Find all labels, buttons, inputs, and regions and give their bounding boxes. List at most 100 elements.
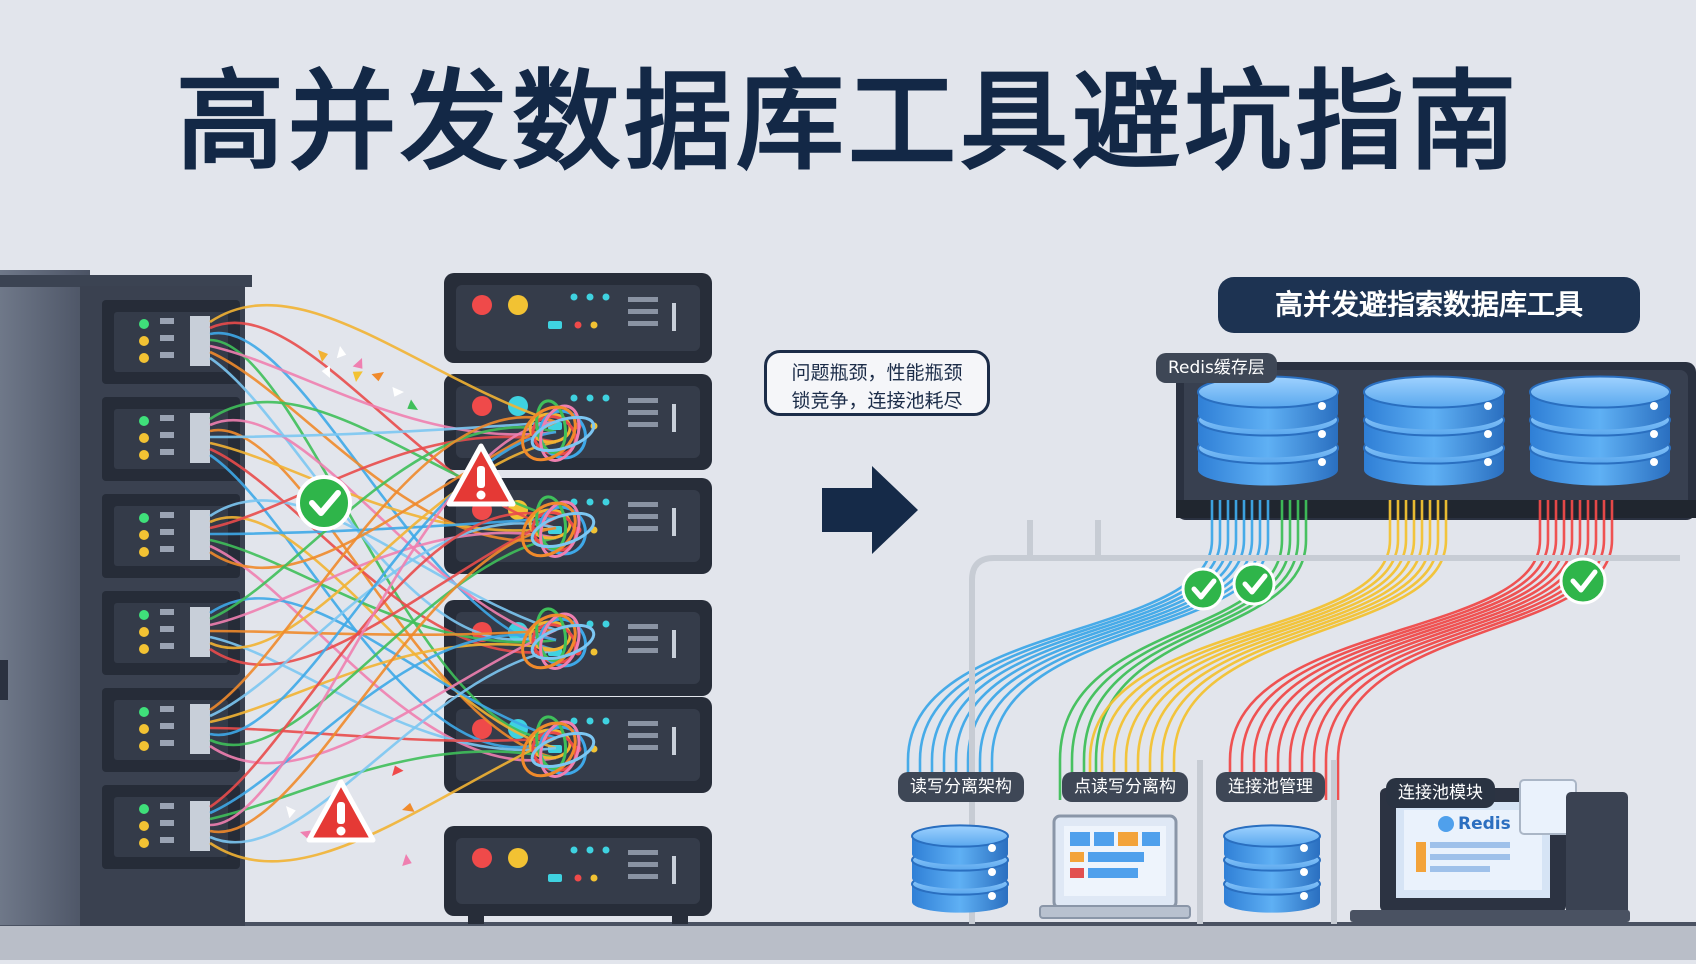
cable — [209, 526, 557, 834]
cable — [209, 420, 557, 439]
read-write-split-database — [911, 824, 1009, 913]
check-icon — [1232, 562, 1276, 606]
debris-bit — [392, 386, 404, 397]
status-led — [139, 610, 149, 620]
cable — [209, 344, 557, 436]
status-led — [472, 295, 492, 315]
cable — [209, 447, 557, 654]
cable-knots — [521, 399, 596, 778]
solution-title: 高并发避指索数据库工具 — [1218, 277, 1640, 333]
status-led — [586, 498, 594, 506]
debris-bit — [321, 365, 330, 378]
cable — [209, 440, 557, 650]
cable — [209, 426, 557, 621]
status-led — [472, 848, 492, 868]
cable — [209, 642, 557, 724]
cable — [209, 350, 557, 542]
cable — [209, 544, 557, 762]
cable — [209, 511, 557, 809]
cable — [1136, 500, 1424, 800]
status-led — [139, 433, 149, 443]
debris-bit — [336, 346, 347, 359]
module-tag-4: 连接池模块 — [1386, 778, 1495, 808]
cable — [954, 500, 1246, 800]
cable — [209, 331, 557, 652]
cable — [1324, 500, 1606, 800]
left-server-cabinet — [0, 270, 252, 926]
status-led — [139, 741, 149, 751]
cable — [209, 531, 557, 627]
status-led — [139, 821, 149, 831]
cable — [209, 536, 557, 747]
tangled-cables — [209, 303, 557, 863]
status-led — [139, 319, 149, 329]
check-icon — [296, 475, 352, 531]
status-led — [586, 717, 594, 725]
organized-cables — [906, 500, 1614, 800]
status-led — [602, 293, 610, 301]
cable — [209, 415, 557, 712]
status-led — [139, 627, 149, 637]
page-title: 高并发数据库工具避坑指南 — [175, 60, 1520, 185]
cable — [209, 430, 557, 737]
cable — [209, 516, 557, 536]
database-cylinder — [911, 824, 1009, 913]
monitor-label: Redis — [1458, 814, 1511, 834]
status-led — [139, 804, 149, 814]
cable — [1100, 500, 1400, 800]
status-led — [602, 620, 610, 628]
status-led — [602, 846, 610, 854]
cable — [1228, 500, 1542, 800]
debris-bit — [352, 358, 363, 369]
redis-monitor — [1350, 779, 1630, 922]
status-led — [139, 530, 149, 540]
status-led — [139, 724, 149, 734]
module-tag-2: 点读写分离构 — [1062, 772, 1188, 802]
floor-edge — [0, 922, 1696, 926]
cable — [209, 522, 557, 718]
arrow-right-icon — [822, 466, 918, 554]
debris-bit — [371, 372, 384, 382]
database-cylinder — [1223, 824, 1321, 913]
cable — [1252, 500, 1558, 800]
debris-bit — [286, 806, 296, 819]
debris-bit — [318, 350, 328, 362]
server-unit — [102, 397, 240, 481]
cable — [1172, 500, 1448, 800]
redis-logo-icon — [1438, 816, 1454, 832]
cable — [209, 420, 557, 570]
debris-bit — [402, 854, 412, 867]
cable — [209, 633, 557, 815]
cable — [209, 338, 557, 740]
server-unit — [102, 591, 240, 675]
cable — [1094, 500, 1308, 800]
status-led — [139, 547, 149, 557]
status-led — [139, 416, 149, 426]
cable — [209, 516, 557, 750]
cable — [209, 303, 557, 424]
debris-bit — [392, 765, 404, 776]
cable-knot — [521, 399, 596, 462]
status-led — [139, 450, 149, 460]
cable — [1124, 500, 1416, 800]
status-led — [570, 394, 578, 402]
cable — [209, 750, 557, 821]
cable — [930, 500, 1230, 800]
status-led — [139, 707, 149, 717]
floor — [0, 924, 1696, 960]
status-led — [586, 846, 594, 854]
cable-knot — [521, 715, 596, 778]
cable — [1082, 500, 1300, 800]
cable-knot — [521, 495, 596, 558]
cable — [1312, 500, 1598, 800]
connection-pool-database — [1223, 824, 1321, 913]
cable — [1160, 500, 1440, 800]
server-unit — [102, 300, 240, 384]
laptop-dashboard — [1039, 814, 1191, 919]
status-led — [508, 848, 528, 868]
pipe-frame — [969, 520, 1680, 924]
status-led — [602, 394, 610, 402]
check-icon — [1559, 557, 1607, 605]
